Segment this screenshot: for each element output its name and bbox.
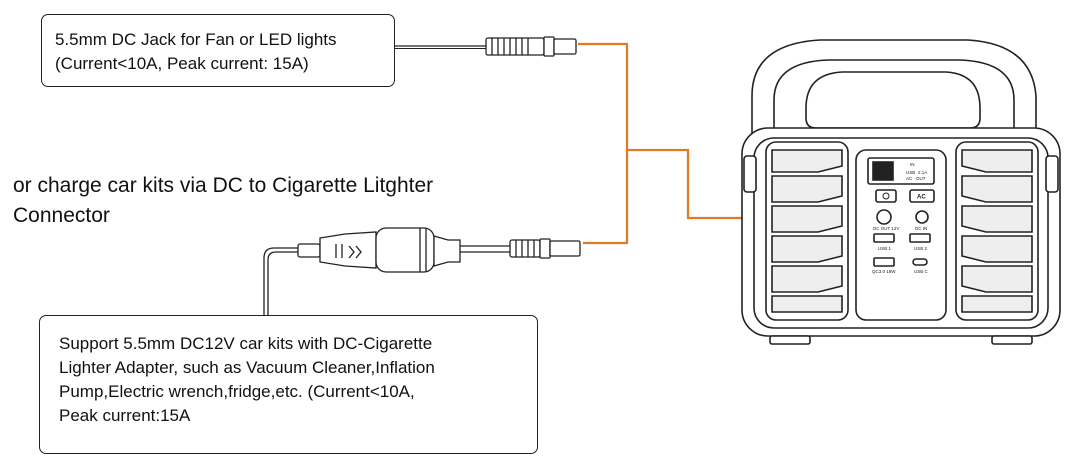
qc-label: QC3.0 18W — [872, 269, 896, 274]
usb1-port — [873, 233, 895, 243]
dc-in-port — [915, 210, 929, 224]
display-label-ac: AC — [906, 176, 913, 181]
car-kits-callout-line4: Peak current:15A — [59, 406, 191, 426]
cigarette-connector-heading: or charge car kits via DC to Cigarette L… — [13, 171, 433, 231]
usb2-port — [909, 233, 931, 243]
qc-port — [873, 257, 895, 267]
car-kits-callout-line2: Lighter Adapter, such as Vacuum Cleaner,… — [59, 358, 435, 378]
usb1-label: USB 1 — [878, 246, 892, 251]
connector-line-top — [578, 42, 629, 150]
heading-line1: or charge car kits via DC to Cigarette L… — [13, 174, 434, 197]
dc-jack-callout-line2: (Current<10A, Peak current: 15A) — [55, 54, 309, 74]
ac-button[interactable] — [909, 189, 935, 203]
cigarette-adapter-cable — [263, 227, 581, 316]
usb-c-port — [912, 258, 928, 266]
connector-line-bottom — [583, 150, 629, 245]
car-kits-callout-line3: Pump,Electric wrench,fridge,etc. (Curren… — [59, 382, 415, 402]
dc-jack-callout: 5.5mm DC Jack for Fan or LED lights (Cur… — [41, 14, 395, 87]
heading-line2: Connector — [13, 204, 110, 227]
power-button[interactable] — [875, 189, 897, 203]
dc-in-label: DC IN — [915, 226, 927, 231]
dc-out-label: DC OUT 12V — [873, 226, 899, 231]
car-kits-callout: Support 5.5mm DC12V car kits with DC-Cig… — [39, 315, 538, 454]
car-kits-callout-line1: Support 5.5mm DC12V car kits with DC-Cig… — [59, 334, 433, 353]
right-vent-grille — [955, 141, 1039, 321]
ac-button-label: AC — [917, 195, 926, 201]
power-station-device — [741, 39, 1061, 345]
usb2-label: USB 2 — [914, 246, 928, 251]
display-label-usb: USB — [906, 170, 915, 175]
dc-jack-callout-line1: 5.5mm DC Jack for Fan or LED lights — [55, 30, 337, 49]
display-label-amps: 2.1A — [918, 170, 927, 175]
display-label-in: IN — [910, 162, 915, 167]
left-vent-grille — [765, 141, 849, 321]
usb-c-label: USB C — [914, 269, 929, 274]
dc-out-port — [876, 209, 892, 225]
top-dc-plug — [395, 36, 577, 57]
display-label-out: OUT — [916, 176, 926, 181]
